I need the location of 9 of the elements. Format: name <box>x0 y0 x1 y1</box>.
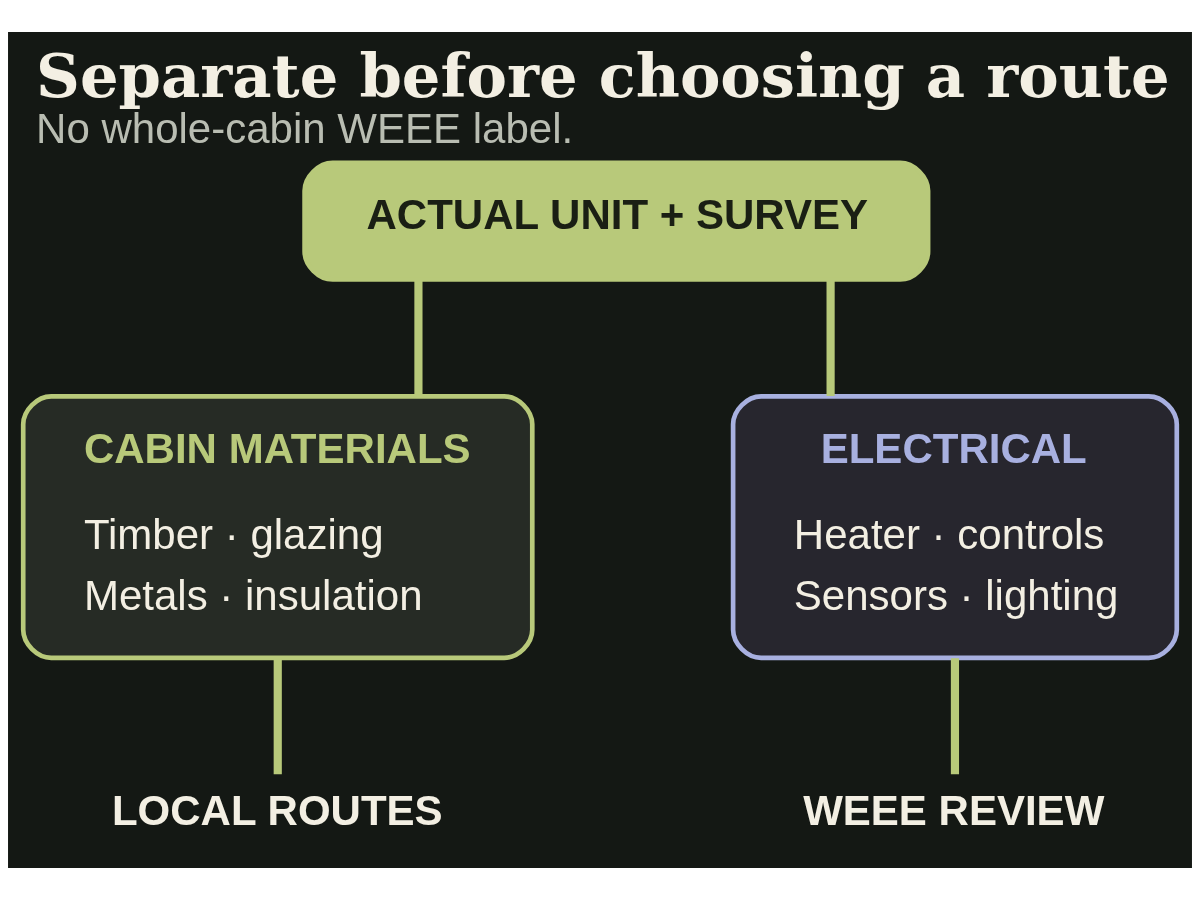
node-box: ELECTRICAL Heater · controls Sensors · lighting <box>730 393 1180 661</box>
node-text: LOCAL ROUTES <box>111 786 443 834</box>
connector <box>273 658 282 775</box>
node-box: CABIN MATERIALS Timber · glazing Metals · insulation <box>20 393 535 661</box>
connector <box>414 280 423 397</box>
node-box: ACTUAL UNIT + SURVEY <box>302 160 931 282</box>
node-text: WEEE REVIEW <box>803 786 1105 834</box>
connector <box>826 280 835 397</box>
connector <box>950 658 960 775</box>
